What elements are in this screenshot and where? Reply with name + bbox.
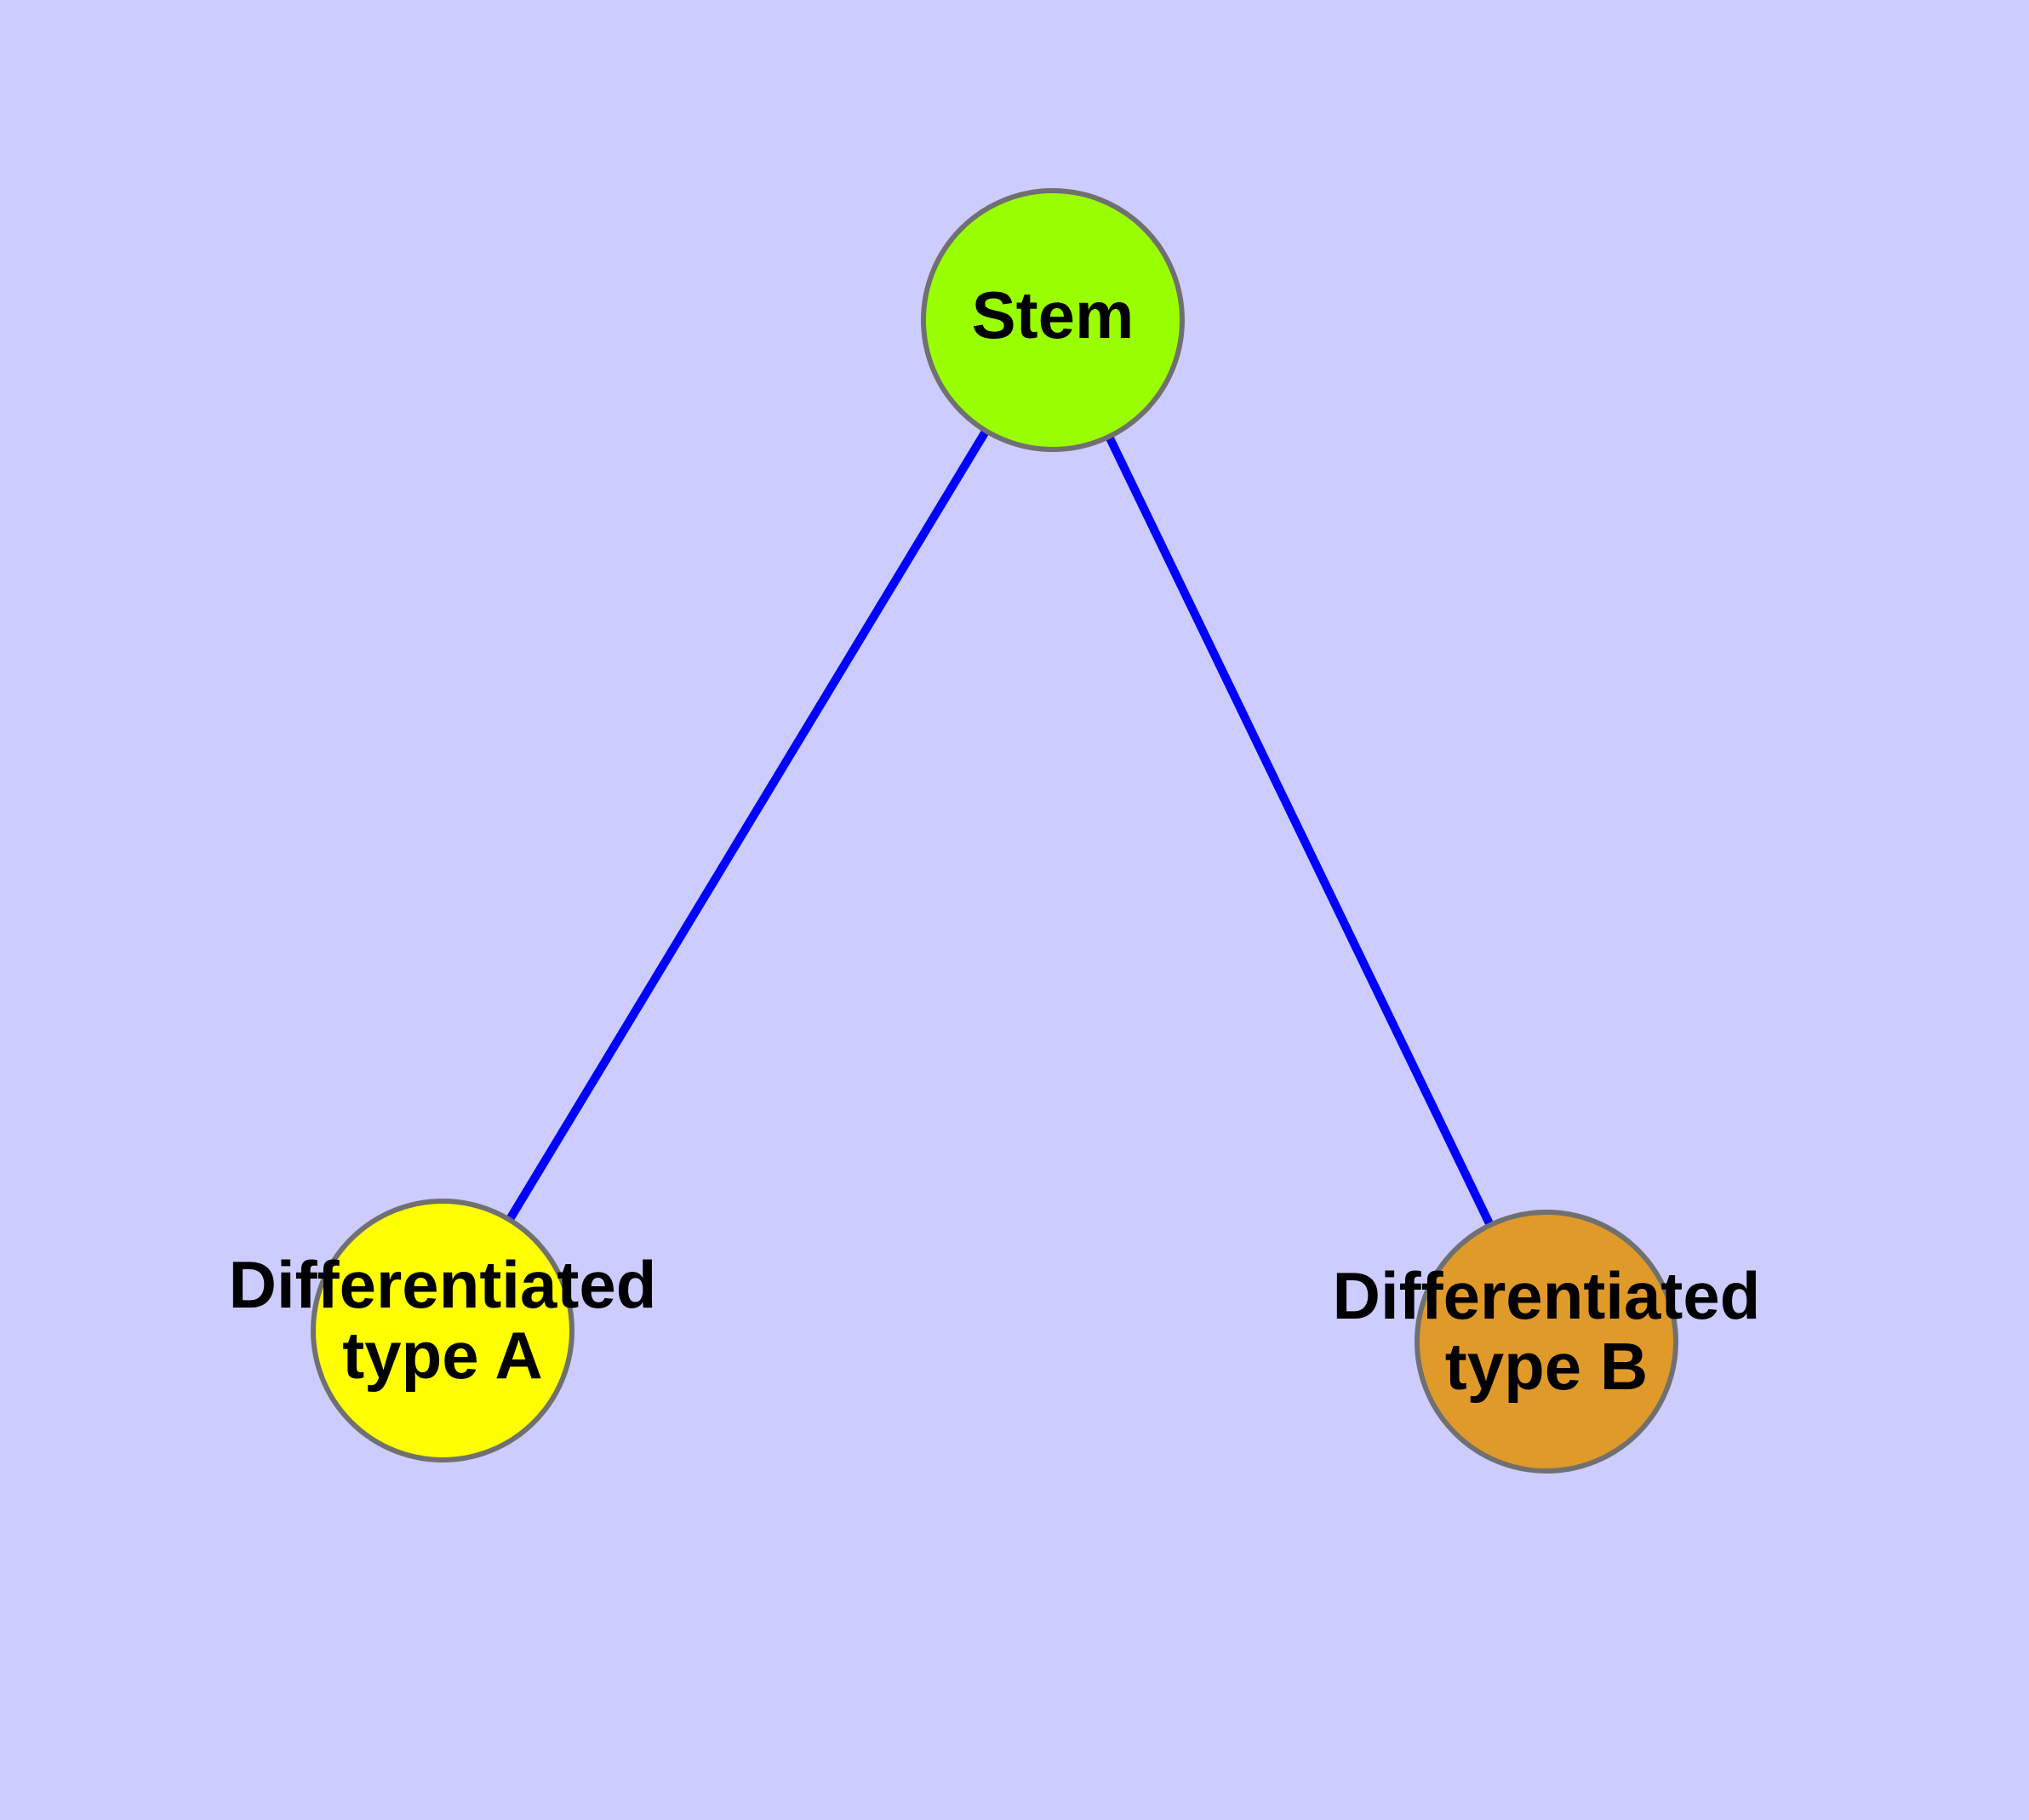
edge-layer: [438, 318, 1551, 1344]
node-stem[interactable]: [921, 188, 1185, 452]
node-differentiated-type-b[interactable]: [1415, 1210, 1678, 1474]
node-layer: [311, 188, 1678, 1474]
edge-stem-to-differentiated-b[interactable]: [1049, 318, 1551, 1344]
node-differentiated-type-a[interactable]: [311, 1199, 574, 1462]
edge-stem-to-differentiated-a[interactable]: [438, 318, 1057, 1333]
